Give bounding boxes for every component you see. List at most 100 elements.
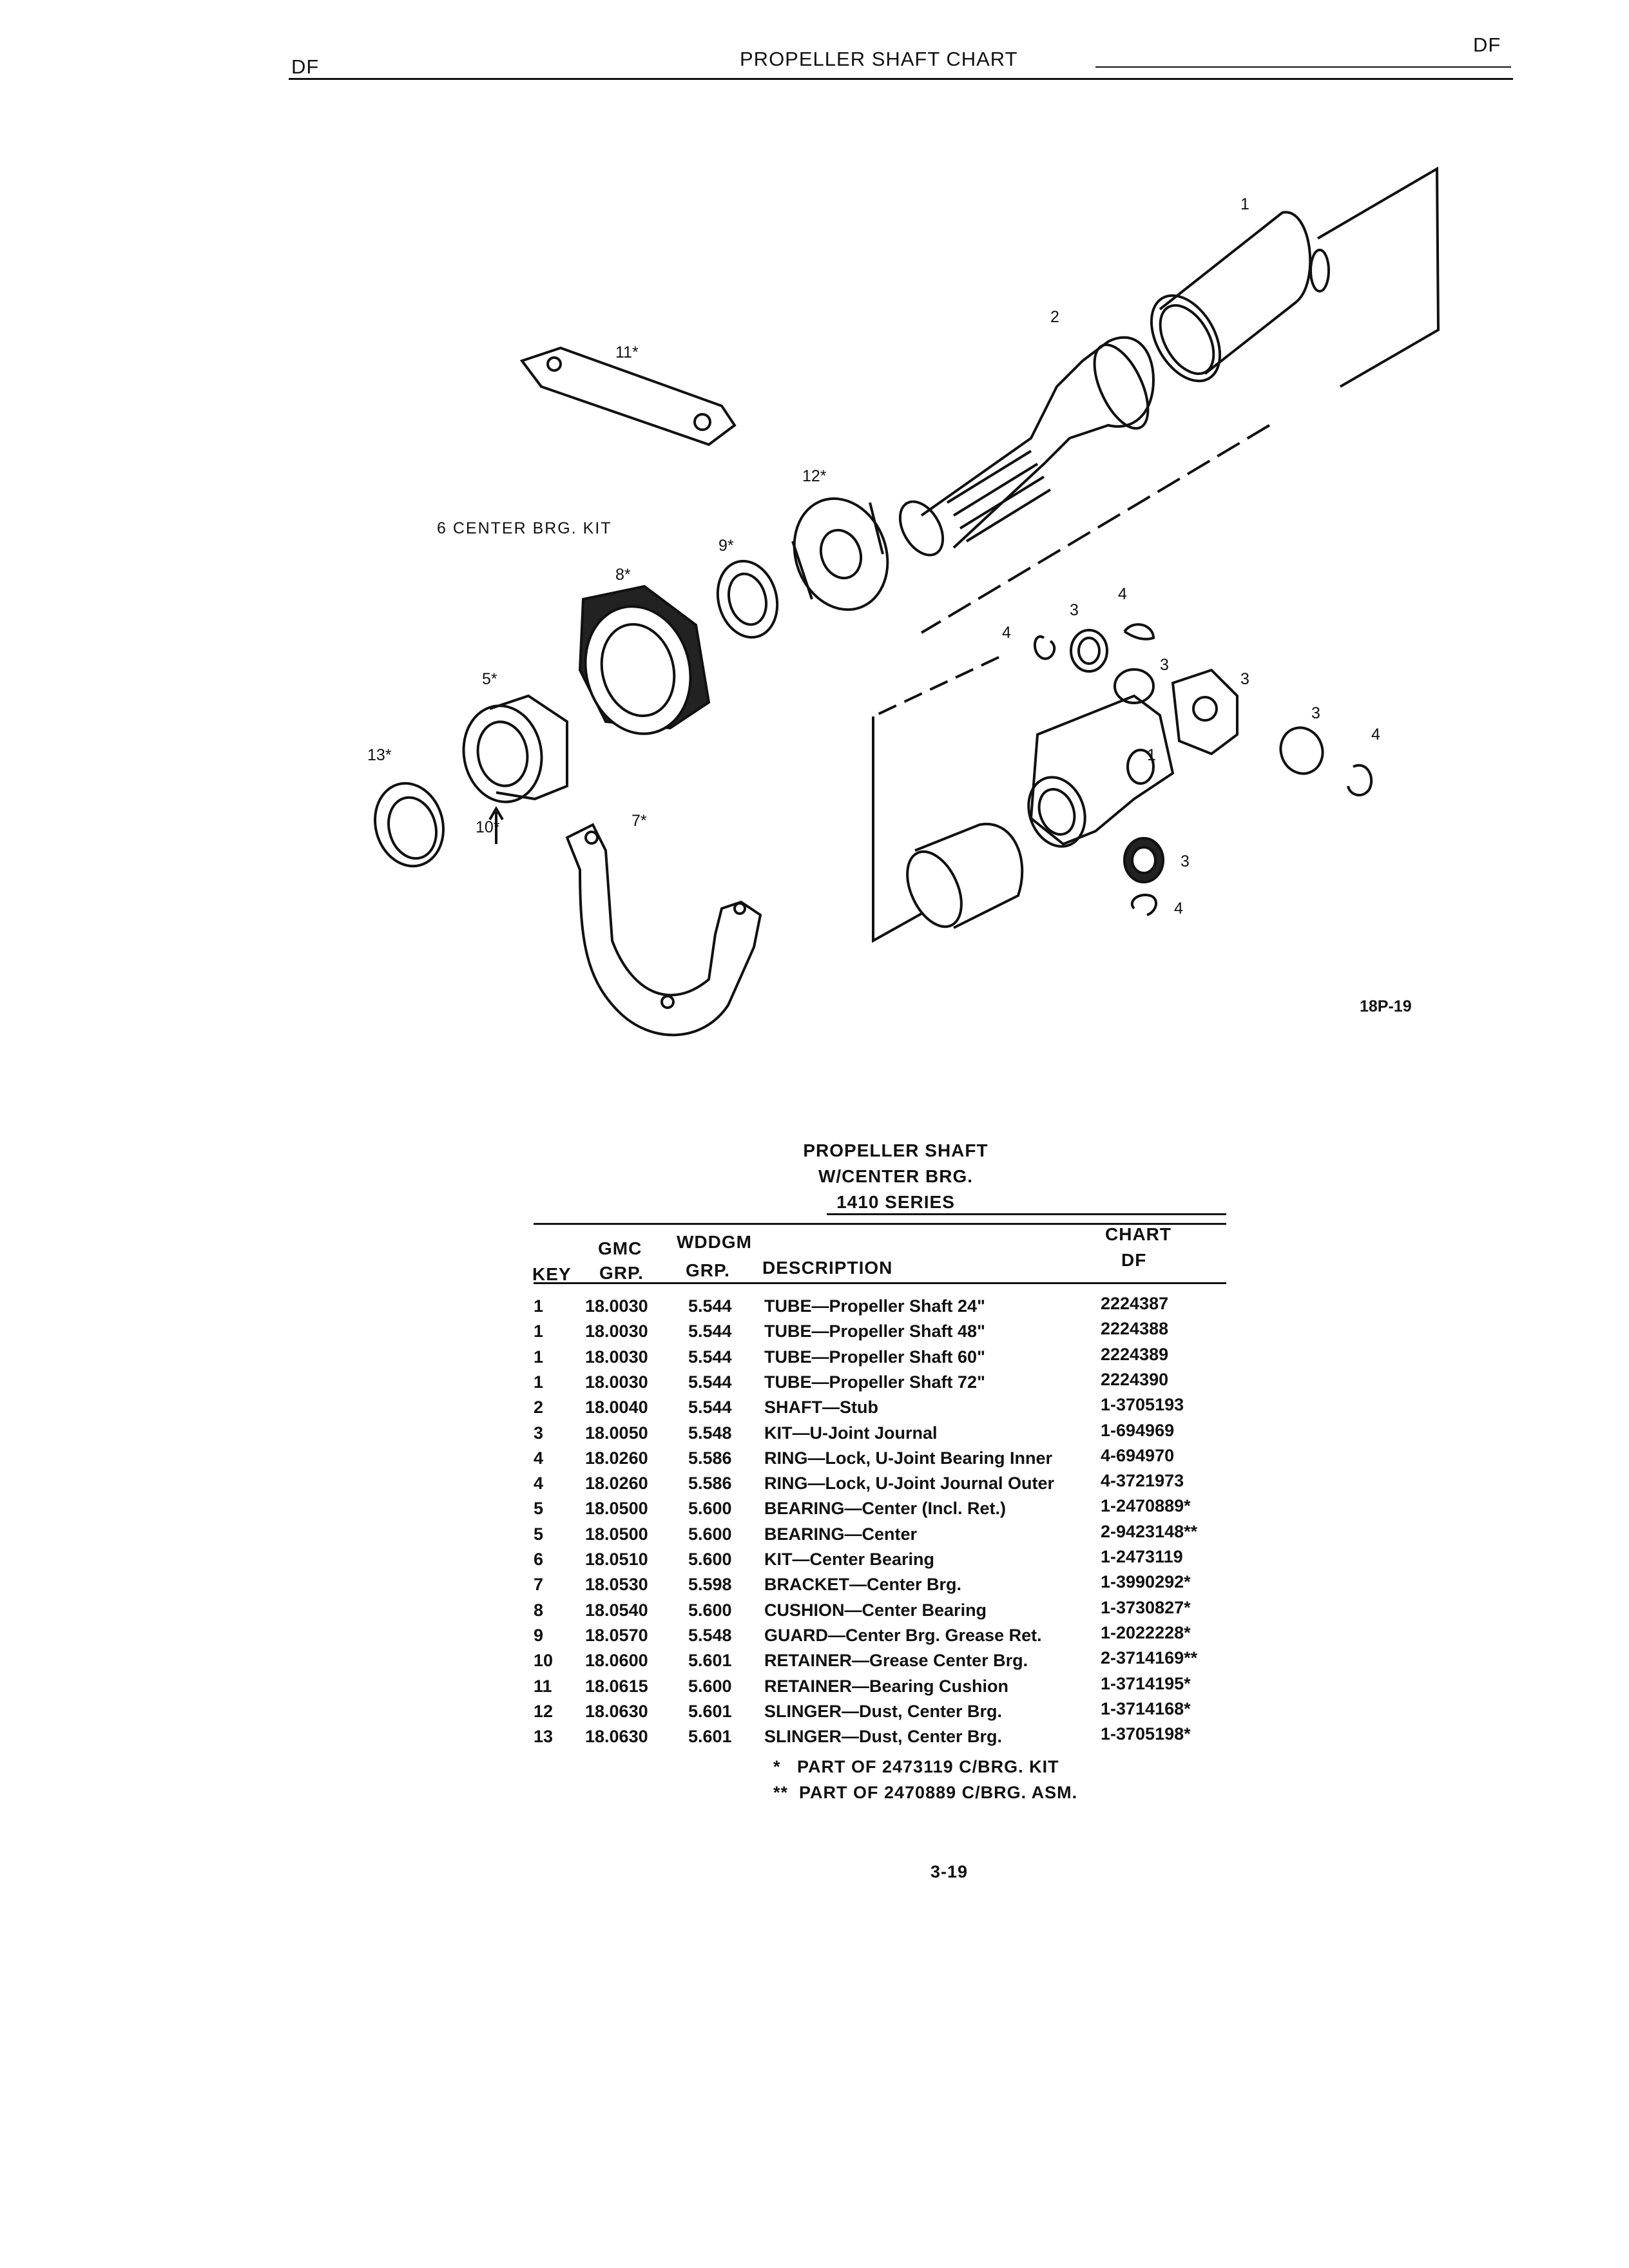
row-description: SLINGER—Dust, Center Brg. [764,1727,1003,1747]
stub-shaft-part [898,336,1155,557]
row-gmc-grp: 18.0500 [585,1499,648,1519]
row-wddgm-grp: 5.548 [688,1423,732,1443]
bearing-part [462,694,568,803]
row-description: TUBE—Propeller Shaft 48" [764,1321,985,1341]
cushion-part [578,584,711,735]
row-key: 1 [534,1347,544,1367]
header-wddgm-bottom: GRP. [686,1260,730,1280]
header-left-code: DF [291,55,320,78]
callout-2: 2 [1050,308,1059,326]
exploded-diagram: 1 2 11* 12* 9* 8* 5* 13* 10* 7* 3 4 4 3 … [367,166,1440,1037]
header-chart-top: CHART [1105,1224,1171,1244]
row-description: CUSHION—Center Bearing [764,1600,987,1620]
callout-7: 7* [631,812,647,830]
row-chart-part: 2224390 [1101,1369,1169,1389]
row-wddgm-grp: 5.601 [688,1651,732,1671]
row-chart-part: 1-3714168* [1101,1698,1191,1718]
row-key: 6 [534,1550,544,1569]
callout-8: 8* [615,566,631,584]
row-gmc-grp: 18.0530 [585,1575,648,1595]
row-chart-part: 1-3705193 [1101,1395,1184,1415]
callout-3d: 3 [1311,704,1320,722]
row-description: BEARING—Center [764,1524,918,1544]
row-gmc-grp: 18.0630 [585,1727,648,1747]
callout-4d: 4 [1174,899,1183,918]
callout-4a: 4 [1118,585,1127,603]
row-wddgm-grp: 5.544 [688,1296,732,1316]
row-gmc-grp: 18.0510 [585,1550,648,1569]
row-gmc-grp: 18.0615 [585,1676,648,1696]
row-key: 9 [534,1625,544,1645]
enclosure-line-diag [920,424,1271,634]
row-wddgm-grp: 5.544 [688,1347,732,1367]
row-key: 3 [534,1423,544,1443]
slinger-part [791,497,889,611]
row-key: 1 [534,1372,544,1392]
tube-part [1150,211,1330,383]
header-chart-bottom: DF [1121,1250,1147,1270]
enclosure-line-mid [872,656,999,718]
row-key: 5 [534,1499,544,1519]
guard-part [716,559,779,639]
row-description: RETAINER—Bearing Cushion [764,1676,1009,1696]
header-gmc-top: GMC [598,1238,642,1258]
header-rule [289,78,1513,80]
row-gmc-grp: 18.0260 [585,1448,648,1468]
kit-label: 6 CENTER BRG. KIT [437,519,612,537]
row-chart-part: 1-2473119 [1101,1547,1183,1566]
row-description: BEARING—Center (Incl. Ret.) [764,1499,1007,1519]
row-description: SLINGER—Dust, Center Brg. [764,1701,1003,1721]
dust-slinger-part [374,782,445,868]
row-gmc-grp: 18.0570 [585,1625,648,1645]
row-wddgm-grp: 5.598 [688,1575,732,1595]
row-key: 1 [534,1296,544,1316]
row-gmc-grp: 18.0540 [585,1600,648,1620]
row-key: 12 [534,1701,554,1721]
row-chart-part: 2-9423148** [1101,1521,1198,1541]
callout-3b: 3 [1160,656,1169,674]
callout-4b: 4 [1002,624,1011,642]
page-title: PROPELLER SHAFT CHART [740,48,1018,70]
callout-3e: 3 [1181,852,1190,870]
row-chart-part: 2-3714169** [1101,1648,1198,1668]
row-key: 2 [534,1398,544,1418]
row-chart-part: 1-3714195* [1101,1673,1191,1693]
row-key: 8 [534,1600,544,1620]
enclosure-line-left [872,716,922,943]
row-key: 11 [534,1676,552,1696]
callout-13: 13* [367,746,392,764]
table-top-rule-left [534,1223,1226,1225]
row-chart-part: 4-694970 [1101,1445,1175,1465]
row-wddgm-grp: 5.600 [688,1550,732,1569]
row-wddgm-grp: 5.600 [688,1676,732,1696]
table-title-line-1: PROPELLER SHAFT [803,1140,988,1160]
row-description: TUBE—Propeller Shaft 60" [764,1347,985,1367]
row-chart-part: 1-3730827* [1101,1597,1191,1617]
row-wddgm-grp: 5.601 [688,1701,732,1721]
row-gmc-grp: 18.0030 [585,1372,648,1392]
row-gmc-grp: 18.0050 [585,1423,648,1443]
row-chart-part: 2224387 [1101,1294,1169,1313]
row-description: TUBE—Propeller Shaft 24" [764,1296,985,1316]
header-description: DESCRIPTION [762,1258,893,1278]
enclosure-line-top [1316,166,1440,388]
row-gmc-grp: 18.0600 [585,1651,648,1671]
callout-12: 12* [802,467,827,485]
row-key: 1 [534,1321,544,1341]
footnote-2: ** PART OF 2470889 C/BRG. ASM. [773,1783,1078,1802]
callout-11: 11* [615,343,639,361]
row-gmc-grp: 18.0500 [585,1524,648,1544]
row-wddgm-grp: 5.600 [688,1600,732,1620]
bracket-part [565,823,762,1037]
table-title-line-2: W/CENTER BRG. [818,1166,974,1186]
row-chart-part: 1-2022228* [1101,1622,1191,1642]
callout-10: 10* [476,818,500,836]
callout-4c: 4 [1371,726,1380,744]
callout-5: 5* [482,670,497,688]
row-gmc-grp: 18.0260 [585,1474,648,1494]
row-description: SHAFT—Stub [764,1398,878,1418]
row-chart-part: 1-2470889* [1101,1496,1191,1516]
callout-3a: 3 [1070,601,1079,619]
row-gmc-grp: 18.0030 [585,1296,648,1316]
callout-1b: 1 [1147,746,1156,764]
